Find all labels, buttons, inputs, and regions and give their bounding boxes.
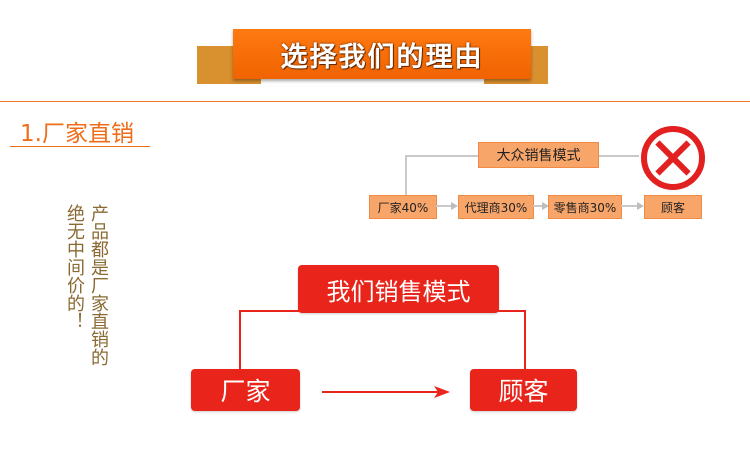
our-right-down-line: [524, 310, 526, 370]
our-left-top-line: [239, 310, 299, 312]
arrow-right-icon: [637, 202, 644, 210]
public-arrow-line-1: [436, 205, 452, 207]
public-top-left-line: [405, 155, 479, 157]
public-mode-title: 大众销售模式: [478, 142, 599, 168]
reject-x-icon: [641, 126, 705, 190]
public-step-customer: 顾客: [644, 195, 702, 219]
public-left-connector: [405, 155, 407, 195]
our-mode-title: 我们销售模式: [298, 265, 499, 313]
page-title: 选择我们的理由: [280, 41, 484, 73]
public-arrow-line-3: [621, 205, 638, 207]
our-customer-box: 顾客: [470, 369, 577, 411]
public-step-retailer: 零售商30%: [548, 195, 622, 219]
arrow-right-icon: [451, 202, 458, 210]
our-right-top-line: [498, 310, 526, 312]
our-left-down-line: [239, 310, 241, 370]
divider-top: [0, 101, 750, 102]
section-underline: [10, 146, 150, 147]
public-step-factory: 厂家40%: [369, 195, 437, 219]
public-top-right-line: [597, 155, 639, 157]
our-factory-box: 厂家: [191, 369, 300, 411]
public-step-agent: 代理商30%: [458, 195, 534, 219]
side-text-col1: 产品都是厂家直销的: [88, 204, 109, 366]
header-ribbon: 选择我们的理由: [233, 29, 531, 79]
public-arrow-line-2: [533, 205, 543, 207]
arrow-right-icon: [542, 202, 549, 210]
section-title: 1.厂家直销: [20, 121, 134, 147]
side-text-col2: 绝无中间价的！: [64, 204, 85, 330]
arrow-right-icon: [322, 386, 450, 398]
